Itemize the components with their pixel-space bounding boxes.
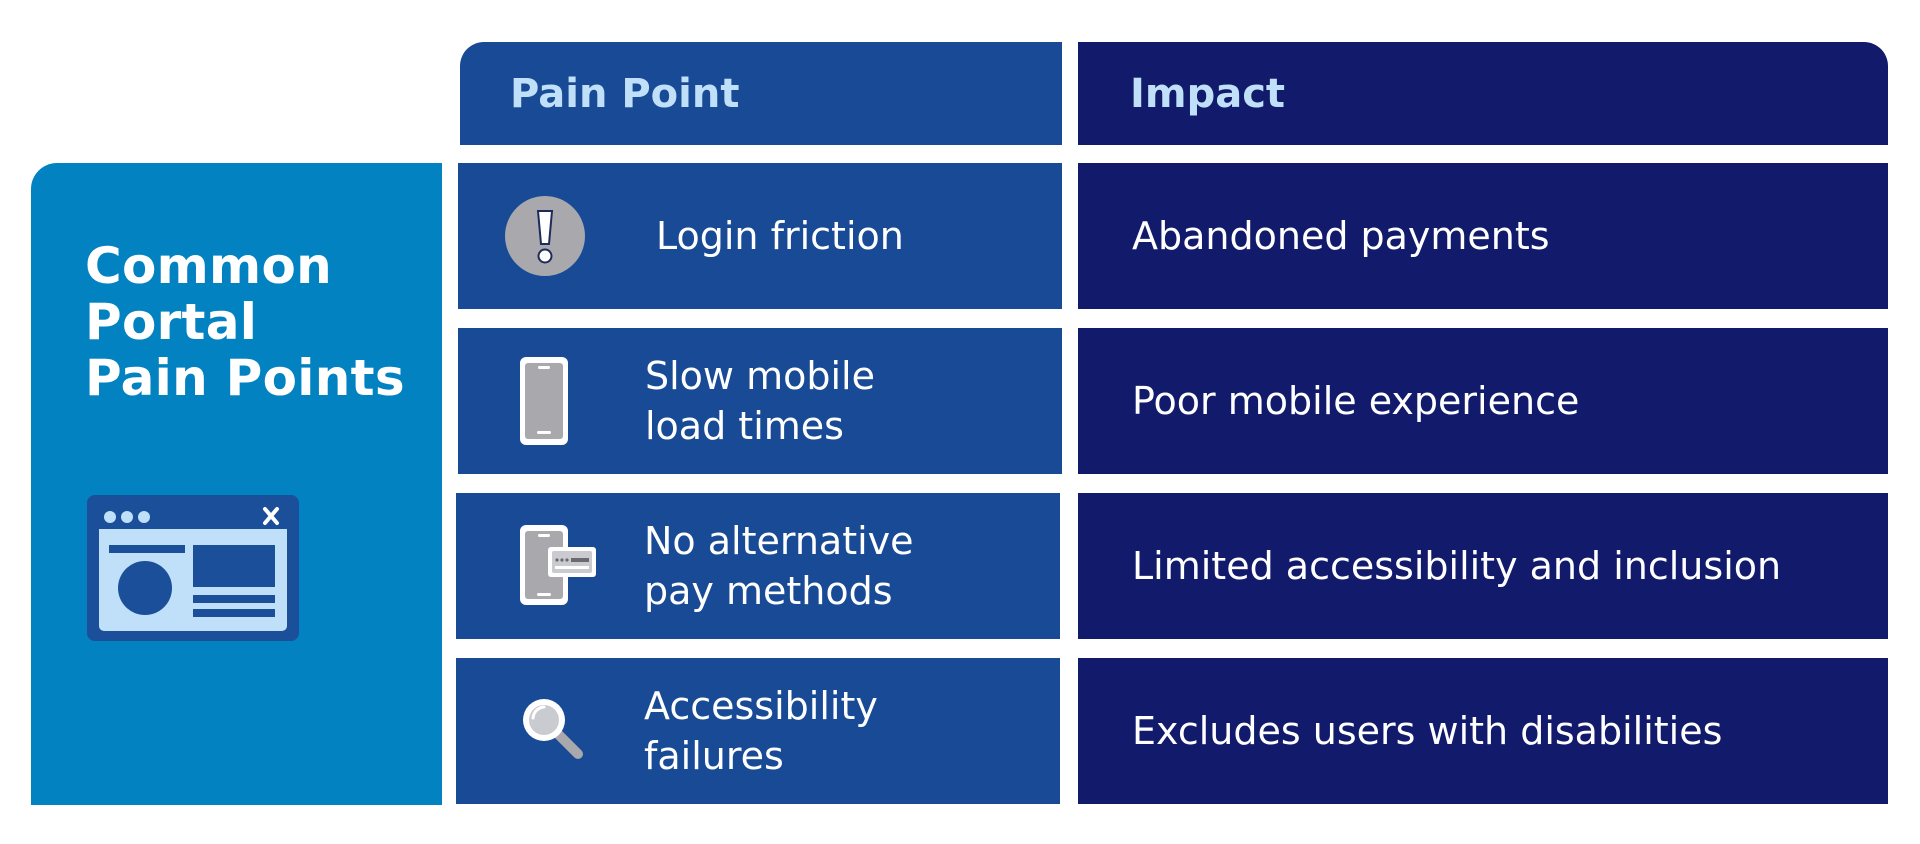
pain-point-cell: Login friction: [458, 163, 1062, 309]
pain-point-line: load times: [645, 404, 844, 448]
column-header-label: Impact: [1130, 70, 1286, 117]
smartphone-icon: [520, 357, 568, 445]
pain-point-cell: Accessibility failures: [456, 658, 1060, 804]
impact-text: Excludes users with disabilities: [1132, 709, 1723, 753]
impact-cell: Abandoned payments: [1078, 163, 1888, 309]
title-line: Common: [85, 237, 332, 295]
title-line: Pain Points: [85, 349, 405, 407]
impact-text: Abandoned payments: [1132, 214, 1550, 258]
exclamation-icon: [505, 196, 585, 276]
pain-point-cell: Slow mobile load times: [458, 328, 1062, 474]
impact-cell: Excludes users with disabilities: [1078, 658, 1888, 804]
title-panel: Common Portal Pain Points: [31, 163, 442, 805]
pain-point-line: Slow mobile: [645, 354, 875, 398]
column-header-pain-point: Pain Point: [460, 42, 1062, 145]
impact-text: Poor mobile experience: [1132, 379, 1580, 423]
page-title: Common Portal Pain Points: [85, 238, 405, 406]
magnifier-icon: [523, 699, 583, 759]
impact-cell: Limited accessibility and inclusion: [1078, 493, 1888, 639]
pain-point-text: Login friction: [656, 211, 904, 261]
pain-point-text: No alternative pay methods: [644, 516, 914, 616]
pain-point-text: Slow mobile load times: [645, 351, 875, 451]
browser-window-icon: [87, 495, 299, 641]
pain-point-cell: No alternative pay methods: [456, 493, 1060, 639]
pain-point-text: Accessibility failures: [644, 681, 878, 781]
column-header-impact: Impact: [1078, 42, 1888, 145]
pain-point-line: failures: [644, 734, 784, 778]
pain-point-line: Accessibility: [644, 684, 878, 728]
impact-text: Limited accessibility and inclusion: [1132, 544, 1782, 588]
phone-card-icon: [520, 525, 596, 605]
pain-point-line: No alternative: [644, 519, 914, 563]
pain-point-line: Login friction: [656, 214, 904, 258]
impact-cell: Poor mobile experience: [1078, 328, 1888, 474]
title-line: Portal: [85, 293, 258, 351]
pain-point-line: pay methods: [644, 569, 893, 613]
column-header-label: Pain Point: [510, 70, 740, 117]
